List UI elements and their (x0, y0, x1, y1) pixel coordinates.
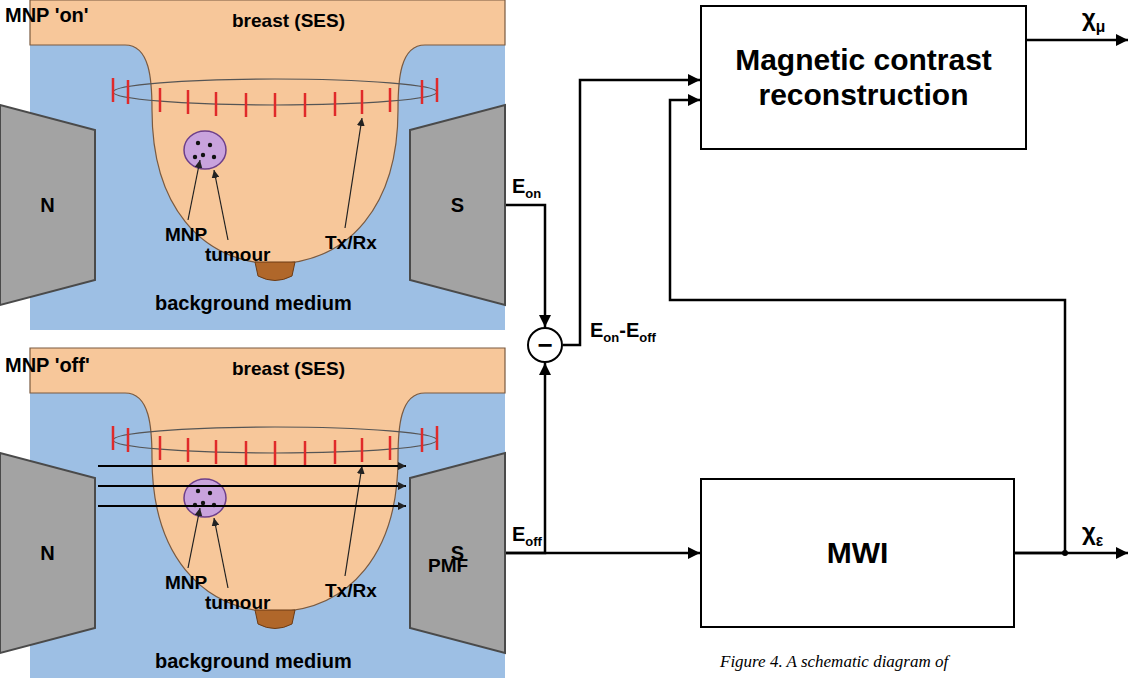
output-lines (1015, 40, 1128, 553)
pmf-arrows (98, 466, 406, 506)
part-label: breast (SES) (232, 10, 345, 33)
node-label: N (40, 194, 54, 217)
output-label: χε (1082, 518, 1103, 551)
graphic-part (98, 485, 406, 487)
subscript: on (525, 186, 541, 201)
magnet-body (410, 105, 505, 305)
magnet-body (410, 453, 505, 653)
signal-label: Eoff (512, 522, 542, 550)
magnet-pole: N (0, 105, 95, 305)
signal-label: Eon-Eoff (590, 318, 656, 346)
subtractor-circle: − (527, 327, 563, 363)
part-label: tumour (205, 244, 270, 267)
scene-panel: MNP 'off'background mediumNS (30, 348, 505, 690)
scene-off (30, 348, 505, 678)
part-label: breast (SES) (232, 358, 345, 381)
graphic-part (98, 465, 406, 467)
signal-connector (505, 205, 545, 327)
subscript: off (639, 330, 656, 345)
medium-label: background medium (155, 292, 352, 315)
panel-heading: MNP 'on' (5, 4, 89, 27)
medium-label: background medium (155, 650, 352, 673)
graphic-part: χ (1082, 4, 1096, 31)
signal-connector (563, 80, 700, 345)
part-label: MNP (165, 572, 207, 595)
node-label: MWI (817, 530, 899, 577)
node-label: − (537, 332, 552, 358)
signal-connector (505, 552, 700, 555)
node-label: Magnetic contrast reconstruction (702, 37, 1025, 118)
graphic-part: E (512, 523, 525, 545)
subscript: off (525, 534, 542, 549)
subscript: ε (1096, 532, 1103, 549)
scene-on (30, 0, 505, 330)
figure-caption: Figure 4. A schematic diagram of (720, 652, 948, 672)
magnet-body (0, 105, 95, 305)
graphic-part (1015, 39, 1128, 42)
graphic-part: E (626, 319, 639, 341)
signal-connector (505, 363, 545, 553)
output-label: χμ (1082, 4, 1105, 37)
node-label: S (451, 194, 464, 217)
magnet-pole: S (410, 453, 505, 653)
process-box: Magnetic contrast reconstruction (700, 5, 1027, 150)
scene-panel: MNP 'on'background mediumNS (30, 0, 505, 330)
graphic-part (98, 505, 406, 507)
graphic-part: χ (1082, 518, 1096, 545)
magnet-body (0, 453, 95, 653)
magnet-pole: S (410, 105, 505, 305)
panel-heading: MNP 'off' (5, 354, 90, 377)
subscript: μ (1096, 18, 1106, 35)
magnet-pole: N (0, 453, 95, 653)
signal-label: Eon (512, 174, 541, 202)
process-box: MWI (700, 478, 1015, 628)
graphic-part: E (590, 319, 603, 341)
node-label: N (40, 542, 54, 565)
part-label: Tx/Rx (325, 232, 377, 255)
part-label: Tx/Rx (325, 580, 377, 603)
graphic-part: - (619, 319, 626, 341)
graphic-part: E (512, 175, 525, 197)
part-label: tumour (205, 592, 270, 615)
part-label: MNP (165, 224, 207, 247)
part-label: PMF (428, 555, 468, 578)
subscript: on (603, 330, 619, 345)
